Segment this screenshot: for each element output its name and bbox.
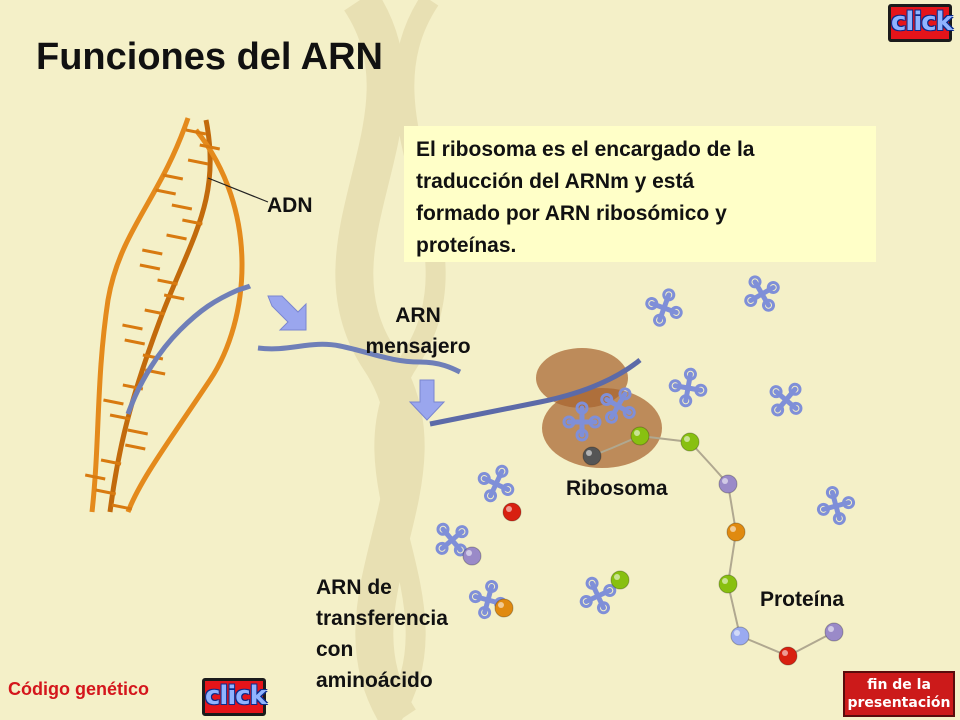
dna-rung: [171, 203, 193, 211]
dna-rung: [166, 233, 187, 241]
label-proteina: Proteína: [760, 588, 845, 611]
protein-chain: [591, 434, 835, 658]
amino-acid-bead: [730, 626, 750, 646]
fin-presentacion-button[interactable]: fin de la presentación: [843, 671, 955, 717]
callout-line: formado por ARN ribosómico y: [416, 202, 727, 225]
callout-line: proteínas.: [416, 234, 517, 257]
bead-highlight: [734, 630, 740, 636]
label-line: ARN: [395, 304, 441, 327]
label-line: mensajero: [365, 335, 471, 358]
dna-rung: [139, 263, 161, 271]
trna-molecule: [668, 367, 708, 408]
bead-highlight: [506, 506, 512, 512]
trna-molecule: [477, 464, 515, 503]
click-button-top[interactable]: click: [888, 4, 953, 42]
fin-line: fin de la: [867, 677, 931, 693]
label-ribosoma: Ribosoma: [566, 477, 668, 500]
ribosome-callout: El ribosoma es el encargado de la traduc…: [404, 126, 876, 262]
dna-rung: [162, 173, 184, 181]
codigo-genetico-link[interactable]: Código genético: [8, 679, 149, 699]
dna-rung: [109, 413, 131, 421]
arrow-mrna-to-ribosome: [408, 379, 446, 421]
arrow-dna-to-mrna: [267, 295, 307, 331]
trna-molecule: [600, 387, 636, 424]
dna-rung: [124, 443, 146, 451]
bead-highlight: [466, 550, 472, 556]
label-line: transferencia: [316, 607, 448, 630]
dna-rung: [95, 488, 117, 496]
label-line: ARN de: [316, 576, 392, 599]
amino-acid-bead: [502, 502, 522, 522]
adn-pointer-line: [207, 177, 269, 203]
trna-molecule: [562, 401, 602, 442]
dna-rung: [122, 323, 143, 331]
bead-highlight: [614, 574, 620, 580]
trna-molecule: [579, 576, 617, 615]
bead-highlight: [730, 526, 736, 532]
bead-highlight: [722, 578, 728, 584]
dna-rung: [111, 503, 133, 511]
dna-helix: [84, 117, 245, 513]
bead-highlight: [634, 430, 640, 436]
label-adn: ADN: [267, 194, 313, 217]
mrna-through-ribosome: [429, 358, 642, 427]
amino-acid-bead: [494, 598, 514, 618]
callout-line: El ribosoma es el encargado de la: [416, 138, 755, 161]
bead-highlight: [722, 478, 728, 484]
dna-rung: [187, 158, 209, 166]
callout-line: traducción del ARNm y está: [416, 170, 695, 193]
mrna-strand-dna: [125, 283, 252, 415]
dna-rung: [155, 188, 176, 196]
dna-rung: [157, 278, 178, 286]
dna-rung: [182, 218, 203, 226]
amino-acid-bead: [582, 446, 602, 466]
fin-line: presentación: [847, 695, 951, 711]
label-line: aminoácido: [316, 669, 433, 692]
label-arn-mensajero: ARN mensajero: [346, 300, 490, 362]
amino-acid-bead: [718, 474, 738, 494]
trna-molecules: [435, 275, 856, 620]
mrna-strand-free: [257, 341, 462, 375]
dna-rung: [185, 128, 207, 136]
dna-rung: [84, 473, 106, 481]
page-title: Funciones del ARN: [36, 36, 383, 78]
dna-rung: [144, 308, 166, 316]
ribosome: [429, 348, 662, 468]
trna-molecule: [744, 275, 780, 312]
label-line: con: [316, 638, 354, 661]
dna-rung: [142, 248, 163, 256]
amino-acid-bead: [726, 522, 746, 542]
amino-acid-bead: [680, 432, 700, 452]
trna-molecule: [816, 485, 856, 526]
label-arn-transferencia: ARN de transferencia con aminoácido: [316, 572, 448, 696]
amino-acids: [462, 426, 844, 666]
bead-highlight: [586, 450, 592, 456]
trna-molecule: [435, 522, 469, 557]
bead-highlight: [828, 626, 834, 632]
amino-acid-bead: [718, 574, 738, 594]
amino-acid-bead: [462, 546, 482, 566]
dna-rung: [124, 338, 146, 346]
amino-acid-bead: [778, 646, 798, 666]
dna-rung: [127, 428, 149, 436]
amino-acid-bead: [610, 570, 630, 590]
trna-molecule: [645, 288, 683, 327]
dna-rung: [199, 143, 221, 151]
dna-rung: [103, 398, 124, 406]
dna-rung: [163, 293, 185, 301]
bead-highlight: [684, 436, 690, 442]
trna-molecule: [769, 382, 803, 417]
amino-acid-bead: [630, 426, 650, 446]
dna-rung: [100, 458, 122, 466]
amino-acid-bead: [824, 622, 844, 642]
bead-highlight: [782, 650, 788, 656]
click-button-bottom[interactable]: click: [202, 678, 267, 716]
bead-highlight: [498, 602, 504, 608]
